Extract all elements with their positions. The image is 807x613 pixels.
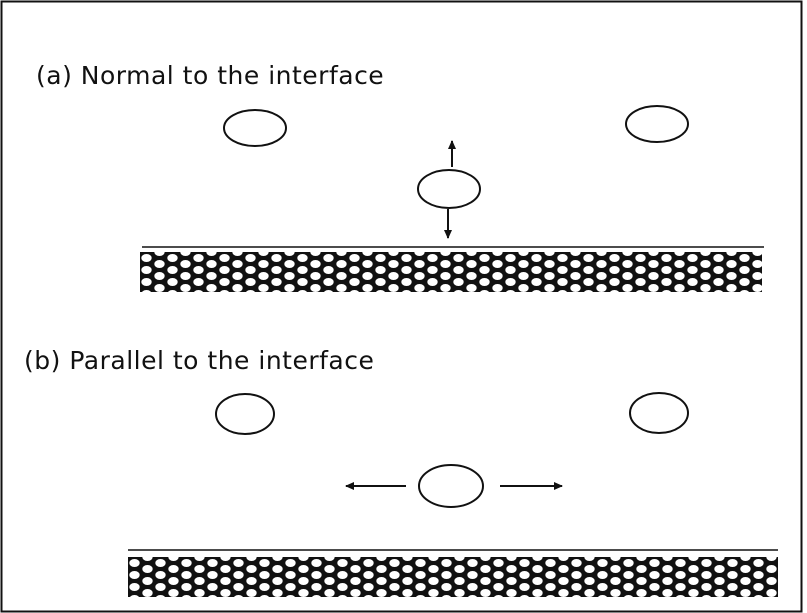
particle bbox=[625, 105, 689, 143]
moving-particle bbox=[417, 169, 481, 209]
panel-b-caption: (b) Parallel to the interface bbox=[24, 346, 375, 375]
panel-a bbox=[140, 105, 764, 292]
particle bbox=[215, 393, 275, 435]
panel-b bbox=[128, 392, 778, 597]
substrate-lattice bbox=[140, 252, 762, 292]
particle bbox=[629, 392, 689, 434]
moving-particle bbox=[418, 464, 484, 508]
substrate-lattice bbox=[128, 557, 778, 597]
panel-a-caption: (a) Normal to the interface bbox=[36, 61, 385, 90]
particle bbox=[223, 109, 287, 147]
